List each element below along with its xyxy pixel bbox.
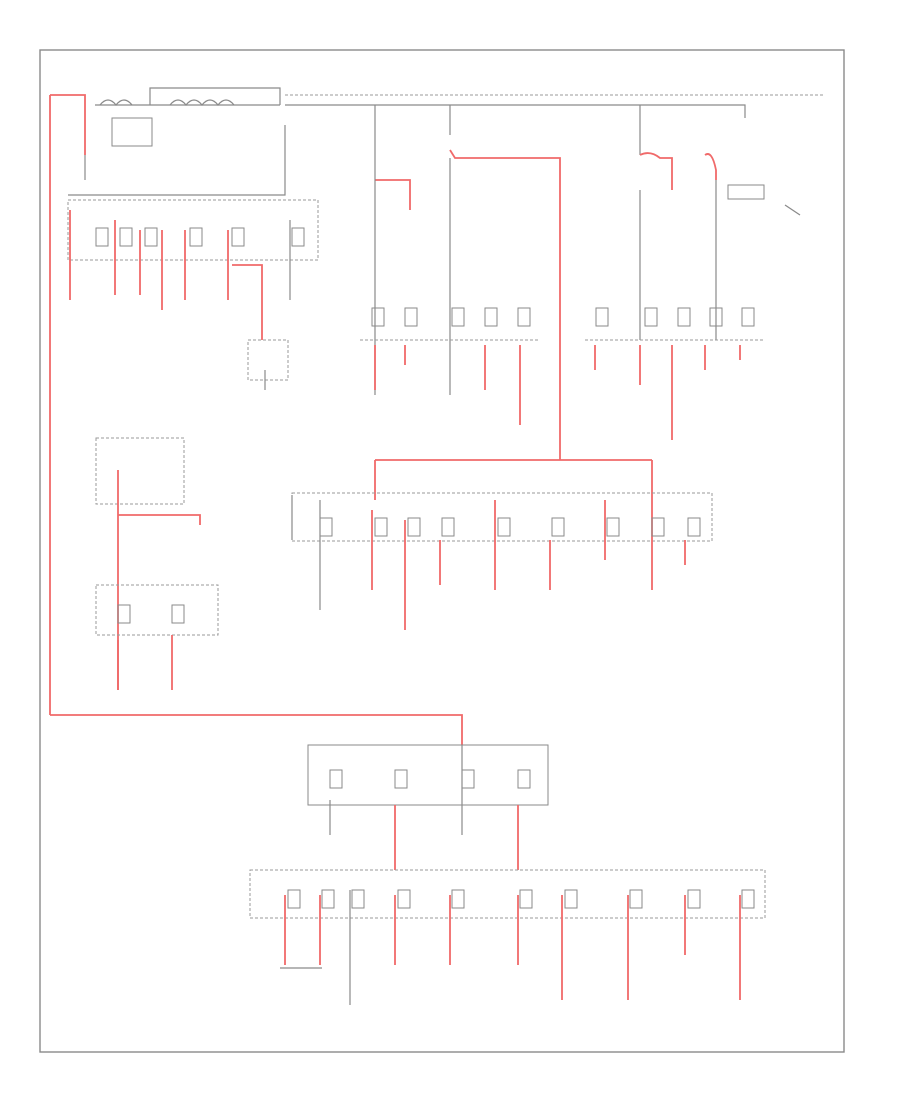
right-fuse-block — [585, 152, 801, 440]
diagram-frame — [39, 49, 845, 1053]
bottom-fuse-block — [249, 869, 766, 1005]
feed-to-middle-block — [374, 459, 653, 500]
feed-to-lower-block — [50, 714, 463, 745]
battery-section — [49, 87, 281, 715]
center-fuse-block — [360, 135, 561, 460]
lower-relay-box — [307, 744, 549, 870]
left-fuse-block — [67, 125, 319, 390]
middle-fuse-block — [291, 492, 713, 630]
left-sub-block — [95, 437, 219, 690]
